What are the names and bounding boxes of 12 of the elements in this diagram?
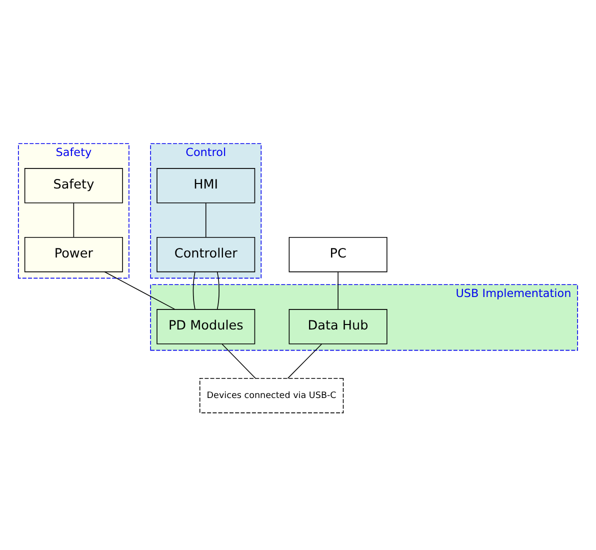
node-box: Devices connected via USB-C xyxy=(199,378,344,414)
node-box: Power xyxy=(24,236,123,272)
connector xyxy=(222,344,256,379)
connector xyxy=(205,202,206,238)
node-box: Controller xyxy=(156,236,256,272)
node-box: Data Hub xyxy=(288,309,388,344)
connector xyxy=(73,202,74,238)
node-box: PD Modules xyxy=(156,309,256,344)
node-box: Safety xyxy=(24,168,123,204)
node-box: PC xyxy=(288,236,388,272)
node-box: HMI xyxy=(156,168,256,204)
connector xyxy=(287,344,322,379)
